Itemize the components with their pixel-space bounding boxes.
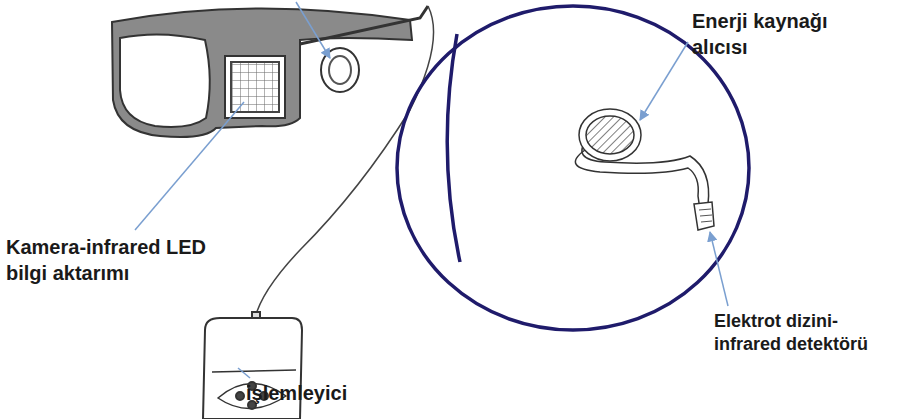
- part-label: Enerji kaynağı alıcısı: [692, 8, 857, 60]
- retinal-implant: [575, 109, 714, 230]
- part-label: işlemleyici: [246, 380, 376, 406]
- leader-lines: [135, 2, 728, 378]
- part-label: Elektrot dizini-infrared detektörü: [714, 310, 904, 357]
- glasses: [112, 6, 434, 318]
- part-label: Kamera-infrared LED bilgi aktarımı: [6, 234, 228, 286]
